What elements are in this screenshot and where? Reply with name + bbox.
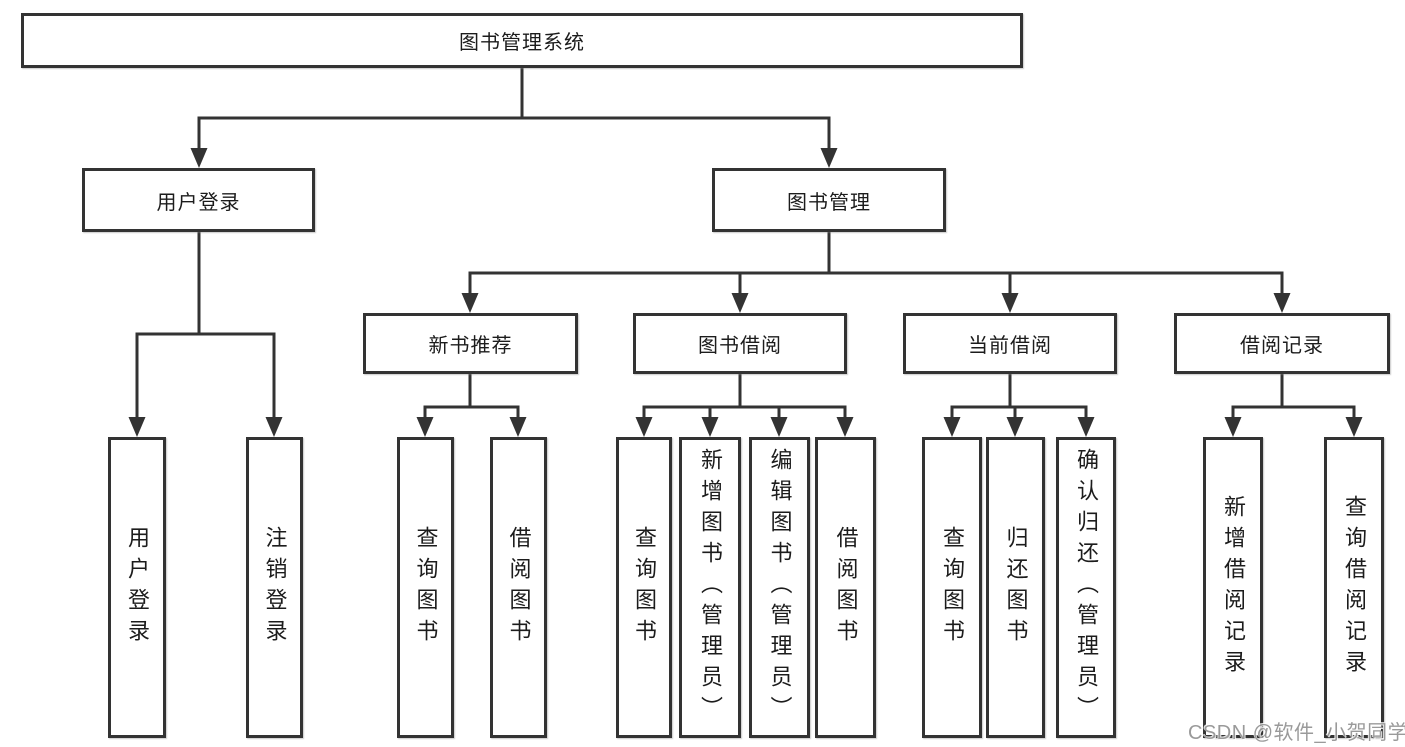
node-label: 新增图书（管理员） [698, 448, 723, 727]
node-label: 新增借阅记录 [1221, 494, 1246, 681]
node-label: 用户登录 [156, 191, 241, 214]
node-borrowing-records: 借阅记录 [1174, 313, 1390, 374]
node-label: 当前借阅 [968, 335, 1052, 357]
node-root-system: 图书管理系统 [21, 13, 1023, 68]
node-label: 借阅图书 [833, 525, 859, 650]
leaf-confirm-return-admin: 确认归还（管理员） [1056, 437, 1116, 738]
node-label: 用户登录 [125, 525, 150, 650]
node-label: 新书推荐 [428, 335, 513, 357]
node-label: 查询图书 [940, 525, 965, 650]
leaf-edit-books-admin: 编辑图书（管理员） [749, 437, 810, 738]
csdn-watermark: CSDN @软件_小贺同学 [1188, 722, 1405, 744]
node-label: 归还图书 [1003, 525, 1029, 650]
arrowhead-group [128, 148, 1363, 437]
leaf-query-books-borrowing: 查询图书 [616, 437, 672, 738]
node-label: 借阅记录 [1240, 335, 1324, 357]
node-label: 查询图书 [632, 525, 657, 650]
leaf-query-books-recommend: 查询图书 [397, 437, 454, 738]
node-label: 查询借阅记录 [1342, 494, 1367, 681]
node-current-borrowing: 当前借阅 [903, 313, 1117, 374]
node-label: 查询图书 [413, 525, 439, 650]
leaf-user-login: 用户登录 [108, 437, 166, 738]
node-label: 图书管理系统 [459, 32, 585, 54]
node-book-management-branch: 图书管理 [712, 168, 946, 232]
leaf-return-books: 归还图书 [986, 437, 1045, 738]
node-book-borrowing: 图书借阅 [633, 313, 847, 374]
leaf-add-books-admin: 新增图书（管理员） [679, 437, 741, 738]
node-label: 图书借阅 [698, 335, 782, 357]
node-label: 图书管理 [787, 191, 871, 214]
leaf-query-borrow-record: 查询借阅记录 [1324, 437, 1384, 738]
leaf-logout: 注销登录 [246, 437, 303, 738]
node-label: 借阅图书 [506, 525, 532, 650]
node-user-login-branch: 用户登录 [82, 168, 315, 232]
node-label: 注销登录 [262, 525, 288, 650]
leaf-borrow-books-recommend: 借阅图书 [490, 437, 547, 738]
node-new-book-recommend: 新书推荐 [363, 313, 578, 374]
leaf-borrow-books: 借阅图书 [815, 437, 876, 738]
node-label: 确认归还（管理员） [1074, 448, 1099, 727]
leaf-add-borrow-record: 新增借阅记录 [1203, 437, 1263, 738]
leaf-query-books-current: 查询图书 [922, 437, 982, 738]
node-label: 编辑图书（管理员） [767, 448, 793, 727]
